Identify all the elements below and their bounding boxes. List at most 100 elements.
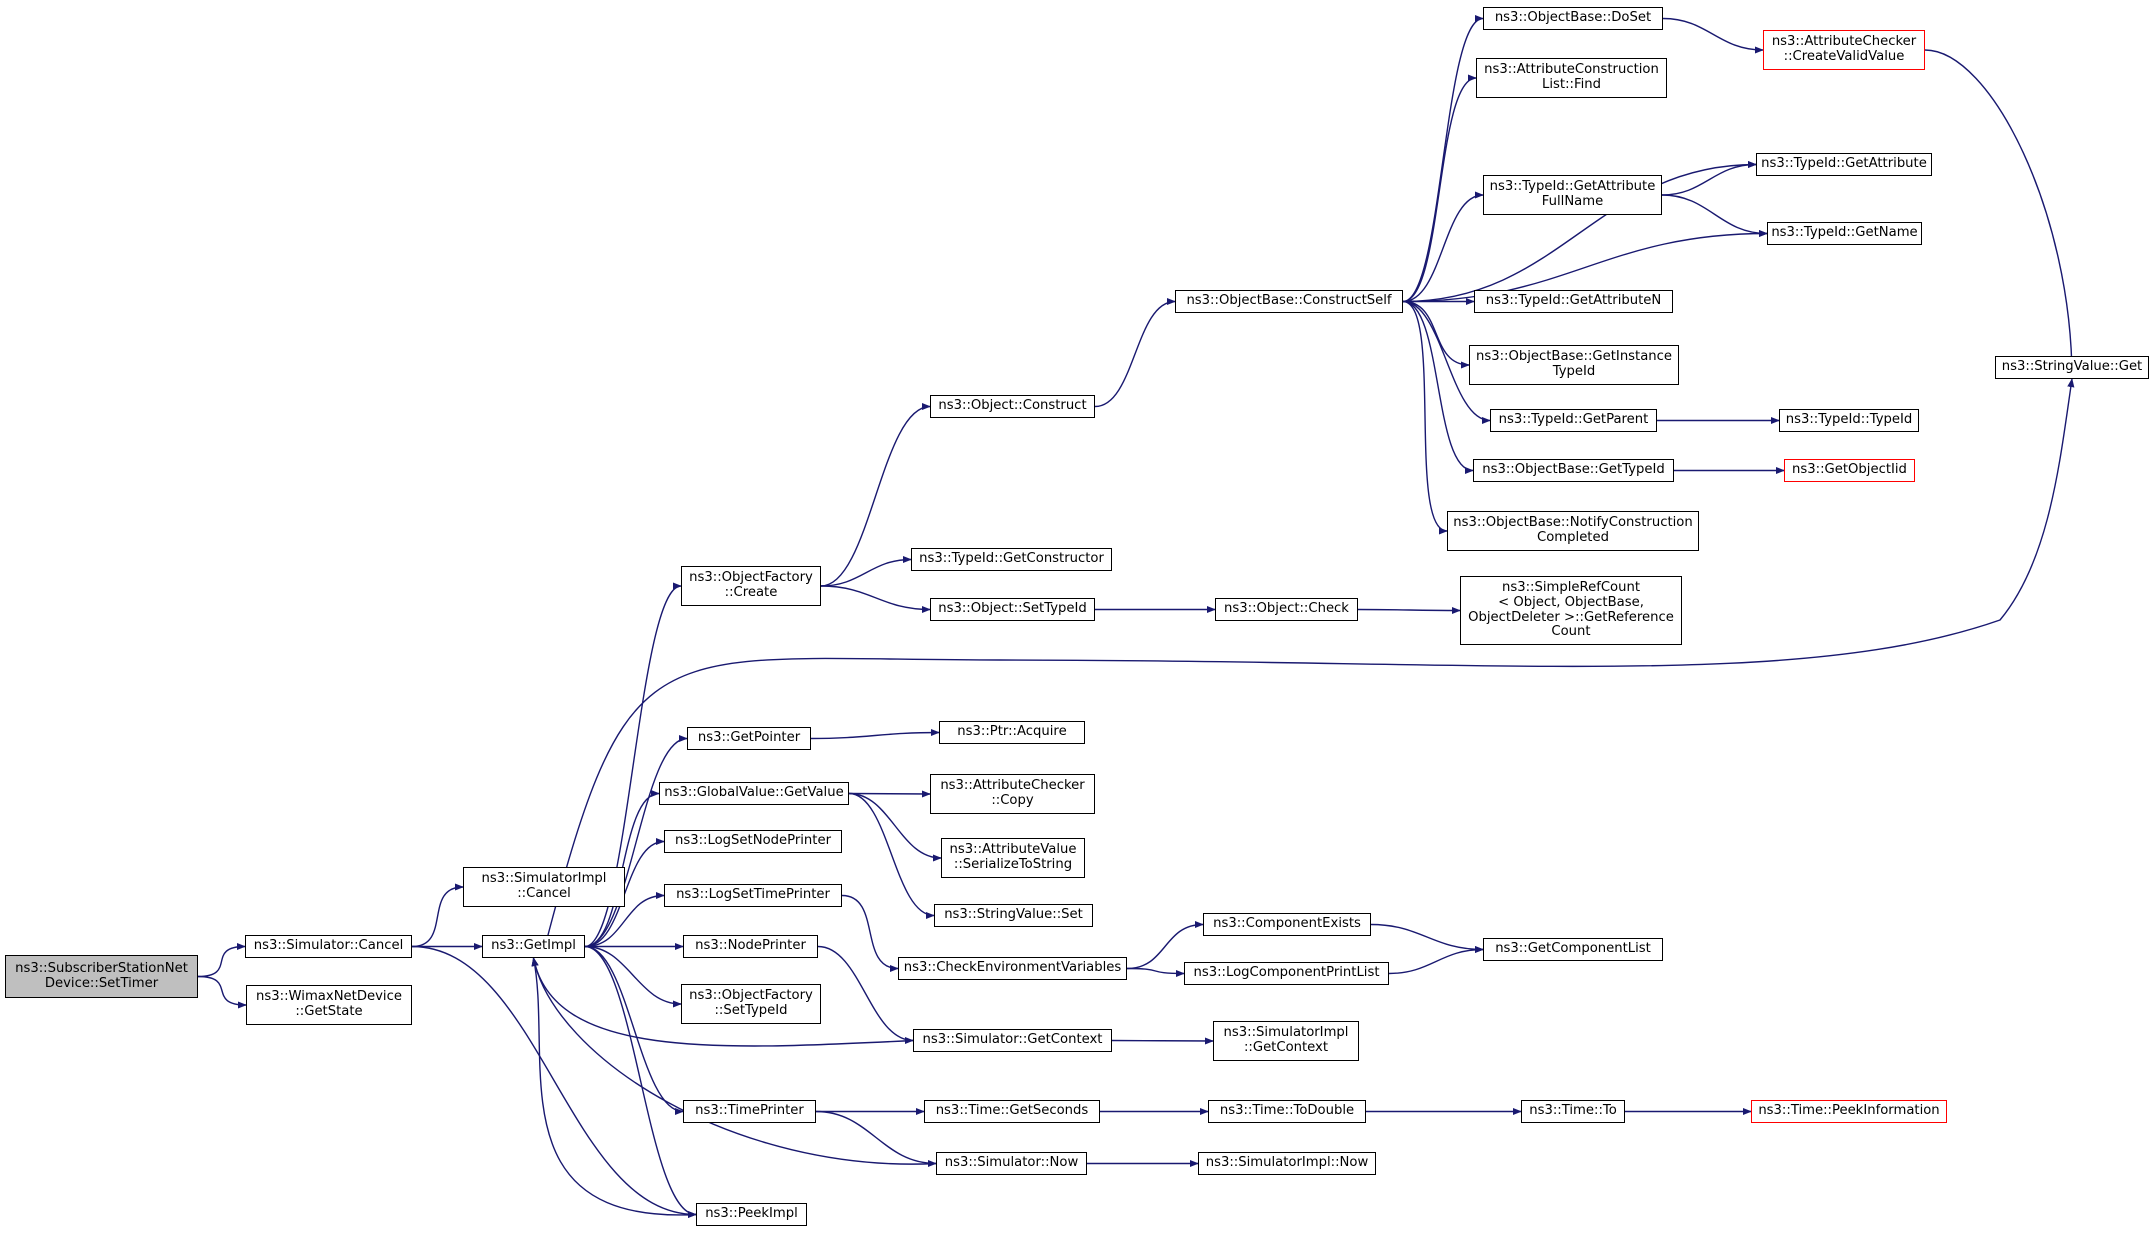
edge-get-impl-to-peek-impl [584, 945, 697, 1219]
edge-construct-self-to-ti-get-attr-full-name [1402, 191, 1484, 303]
node-get-state[interactable]: ns3::WimaxNetDevice::GetState [246, 985, 412, 1025]
node-sim-get-context[interactable]: ns3::Simulator::GetContext [913, 1029, 1112, 1052]
node-ob-get-type-id[interactable]: ns3::ObjectBase::GetTypeId [1473, 459, 1674, 482]
node-ti-type-id[interactable]: ns3::TypeId::TypeId [1779, 409, 1919, 432]
node-label-line: ::SetTypeId [714, 1003, 788, 1018]
edge-construct-self-to-ob-notify [1402, 300, 1448, 535]
node-label-line: ns3::ObjectBase::DoSet [1494, 10, 1652, 26]
node-sv-set[interactable]: ns3::StringValue::Set [934, 904, 1093, 927]
node-time-printer[interactable]: ns3::TimePrinter [683, 1100, 816, 1123]
node-label-line: ns3::TypeId::TypeId [1785, 412, 1913, 428]
node-comp-exists[interactable]: ns3::ComponentExists [1203, 913, 1371, 936]
node-ti-get-name[interactable]: ns3::TypeId::GetName [1767, 222, 1922, 245]
edge-gv-get-value-to-av-serialize [848, 792, 942, 862]
node-get-object-iid[interactable]: ns3::GetObjectIid [1784, 459, 1915, 482]
edge-ti-get-attr-full-name-to-ti-get-attribute [1661, 160, 1757, 196]
node-get-pointer[interactable]: ns3::GetPointer [687, 727, 811, 750]
node-simple-ref-count[interactable]: ns3::SimpleRefCount< Object, ObjectBase,… [1460, 576, 1682, 645]
node-ti-get-parent[interactable]: ns3::TypeId::GetParent [1490, 409, 1657, 432]
node-node-printer[interactable]: ns3::NodePrinter [683, 935, 818, 958]
node-label-line: ns3::PeekImpl [705, 1206, 798, 1222]
node-label-line: ns3::Time::PeekInformation [1758, 1103, 1940, 1119]
node-label-line: ::GetContext [1243, 1040, 1329, 1055]
node-check-env[interactable]: ns3::CheckEnvironmentVariables [898, 957, 1127, 980]
node-label-line: Completed [1537, 530, 1609, 545]
edge-construct-self-to-ti-get-name [1402, 229, 1768, 303]
edge-construct-self-to-ti-get-parent [1402, 300, 1491, 425]
node-ti-get-attribute-n[interactable]: ns3::TypeId::GetAttributeN [1474, 290, 1673, 313]
node-sim-impl-now[interactable]: ns3::SimulatorImpl::Now [1198, 1152, 1376, 1175]
edge-construct-self-to-do-set [1402, 14, 1484, 303]
node-obj-set-type-id[interactable]: ns3::Object::SetTypeId [930, 598, 1095, 621]
node-label-line: ns3::Object::Construct [938, 398, 1087, 414]
node-ptr-acquire[interactable]: ns3::Ptr::Acquire [939, 721, 1085, 744]
node-peek-impl[interactable]: ns3::PeekImpl [696, 1203, 807, 1226]
edge-log-comp-print-list-to-get-component-list [1388, 945, 1484, 975]
edge-node-printer-to-sim-get-context [817, 945, 914, 1045]
edge-peek-impl-to-get-impl [531, 957, 697, 1216]
node-label-line: ns3::SimpleRefCount [1501, 579, 1641, 595]
node-sim-impl-cancel[interactable]: ns3::SimulatorImpl::Cancel [463, 867, 625, 907]
node-label-line: ns3::GetObjectIid [1792, 462, 1907, 478]
node-label-line: ns3::TypeId::GetAttribute [1761, 156, 1927, 172]
node-ti-get-constructor[interactable]: ns3::TypeId::GetConstructor [911, 548, 1112, 571]
node-label-line: ns3::Time::ToDouble [1219, 1103, 1355, 1119]
node-sim-cancel[interactable]: ns3::Simulator::Cancel [245, 935, 412, 958]
node-label-line: ns3::TypeId::GetAttributeN [1485, 293, 1662, 309]
node-av-serialize[interactable]: ns3::AttributeValue::SerializeToString [941, 838, 1085, 878]
node-sv-get[interactable]: ns3::StringValue::Get [1995, 356, 2149, 379]
node-construct-self[interactable]: ns3::ObjectBase::ConstructSelf [1175, 290, 1403, 313]
edge-construct-self-to-ti-get-attribute [1402, 160, 1757, 303]
node-get-impl[interactable]: ns3::GetImpl [482, 935, 585, 958]
node-label-line: ns3::SimulatorImpl [481, 871, 607, 887]
edge-check-env-to-comp-exists [1126, 920, 1204, 970]
node-label-line: ns3::SimulatorImpl::Now [1205, 1155, 1369, 1171]
edge-construct-self-to-acl-find [1402, 74, 1477, 303]
node-log-set-node-printer[interactable]: ns3::LogSetNodePrinter [664, 830, 842, 853]
edge-obj-check-to-simple-ref-count [1357, 606, 1461, 615]
node-ti-get-attribute[interactable]: ns3::TypeId::GetAttribute [1756, 153, 1932, 176]
node-label-line: ns3::Simulator::Cancel [253, 938, 404, 954]
edge-sim-cancel-to-sim-impl-cancel [411, 883, 464, 948]
node-time-to[interactable]: ns3::Time::To [1521, 1100, 1625, 1123]
node-obj-construct[interactable]: ns3::Object::Construct [930, 395, 1095, 418]
node-gv-get-value[interactable]: ns3::GlobalValue::GetValue [659, 782, 849, 805]
node-label-line: ns3::TypeId::GetName [1771, 225, 1918, 241]
edge-of-create-to-ti-get-constructor [820, 555, 912, 587]
node-label-line: ns3::StringValue::Get [2001, 359, 2143, 375]
node-ac-copy[interactable]: ns3::AttributeChecker::Copy [930, 774, 1095, 814]
node-label-line: ns3::Simulator::GetContext [922, 1032, 1103, 1048]
node-label-line: ns3::GetImpl [491, 938, 576, 954]
edge-layer [197, 14, 2076, 1219]
node-sim-impl-get-context[interactable]: ns3::SimulatorImpl::GetContext [1213, 1021, 1359, 1061]
node-label-line: List::Find [1542, 77, 1601, 92]
node-label-line: ns3::TimePrinter [695, 1103, 804, 1119]
node-label-line: ns3::ObjectBase::GetInstance [1475, 349, 1673, 365]
node-of-create[interactable]: ns3::ObjectFactory::Create [681, 566, 821, 606]
node-do-set[interactable]: ns3::ObjectBase::DoSet [1483, 7, 1663, 30]
node-label-line: ns3::TypeId::GetAttribute [1489, 179, 1656, 195]
node-label-line: ns3::WimaxNetDevice [256, 989, 402, 1005]
node-label-line: ns3::Time::To [1529, 1103, 1617, 1119]
node-to-double[interactable]: ns3::Time::ToDouble [1208, 1100, 1366, 1123]
edge-comp-exists-to-get-component-list [1370, 923, 1484, 954]
node-time-peek-info[interactable]: ns3::Time::PeekInformation [1751, 1100, 1947, 1123]
node-of-set-type-id[interactable]: ns3::ObjectFactory::SetTypeId [681, 984, 821, 1024]
node-sim-now[interactable]: ns3::Simulator::Now [936, 1152, 1087, 1175]
node-label-line: ns3::StringValue::Set [944, 907, 1083, 923]
node-get-component-list[interactable]: ns3::GetComponentList [1483, 938, 1663, 961]
node-time-get-seconds[interactable]: ns3::Time::GetSeconds [924, 1100, 1100, 1123]
node-label-line: ::SerializeToString [953, 857, 1073, 872]
edge-sim-get-context-to-sim-impl-get-context [1111, 1037, 1214, 1045]
node-log-comp-print-list[interactable]: ns3::LogComponentPrintList [1184, 962, 1389, 985]
node-label-line: ::Copy [991, 793, 1034, 808]
node-ac-create-valid[interactable]: ns3::AttributeChecker::CreateValidValue [1763, 30, 1925, 70]
edge-obj-construct-to-construct-self [1094, 297, 1176, 408]
node-log-set-time-printer[interactable]: ns3::LogSetTimePrinter [664, 884, 842, 907]
node-obj-check[interactable]: ns3::Object::Check [1215, 598, 1358, 621]
